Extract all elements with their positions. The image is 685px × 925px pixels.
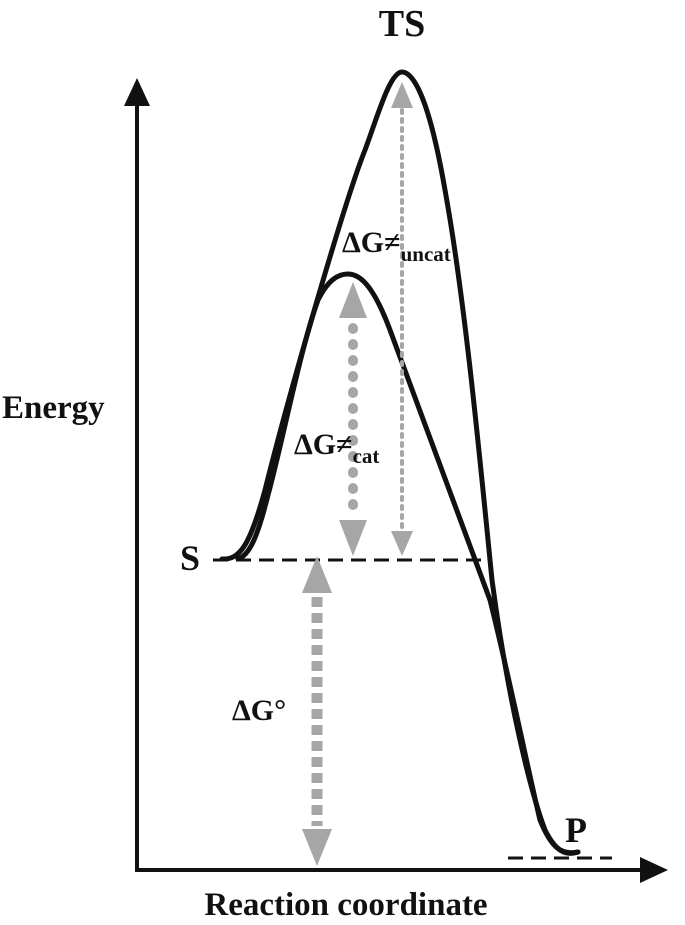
y-axis-arrowhead-icon xyxy=(124,78,150,106)
dg-standard-arrow-icon xyxy=(302,556,332,866)
dg-uncat-arrowhead-down-icon xyxy=(391,531,413,556)
dg-standard-label: ΔG° xyxy=(232,694,286,727)
dg-uncat-arrow-icon xyxy=(391,82,413,556)
dg-cat-arrow-icon xyxy=(339,282,367,556)
dg-uncat-arrowhead-up-icon xyxy=(391,82,413,108)
x-axis-label: Reaction coordinate xyxy=(204,887,487,923)
dg-cat-arrowhead-up-icon xyxy=(339,282,367,318)
dg-uncat-label-sub: uncat xyxy=(401,242,451,266)
dg-cat-label-sub: cat xyxy=(353,444,380,468)
dg-standard-arrowhead-down-icon xyxy=(302,829,332,866)
dg-uncat-label-main: ΔG≠ xyxy=(342,226,401,259)
substrate-label: S xyxy=(180,538,200,578)
dg-cat-arrowhead-down-icon xyxy=(339,520,367,556)
x-axis-arrowhead-icon xyxy=(640,857,668,883)
y-axis-label: Energy xyxy=(2,390,105,426)
dg-standard-arrowhead-up-icon xyxy=(302,556,332,593)
catalyzed-energy-curve xyxy=(235,271,581,856)
dg-cat-label-main: ΔG≠ xyxy=(294,428,353,461)
dg-uncat-label: ΔG≠uncat xyxy=(342,226,451,266)
transition-state-label: TS xyxy=(379,3,425,45)
product-label: P xyxy=(565,810,587,850)
dg-cat-label: ΔG≠cat xyxy=(294,428,379,468)
axes xyxy=(124,78,668,883)
